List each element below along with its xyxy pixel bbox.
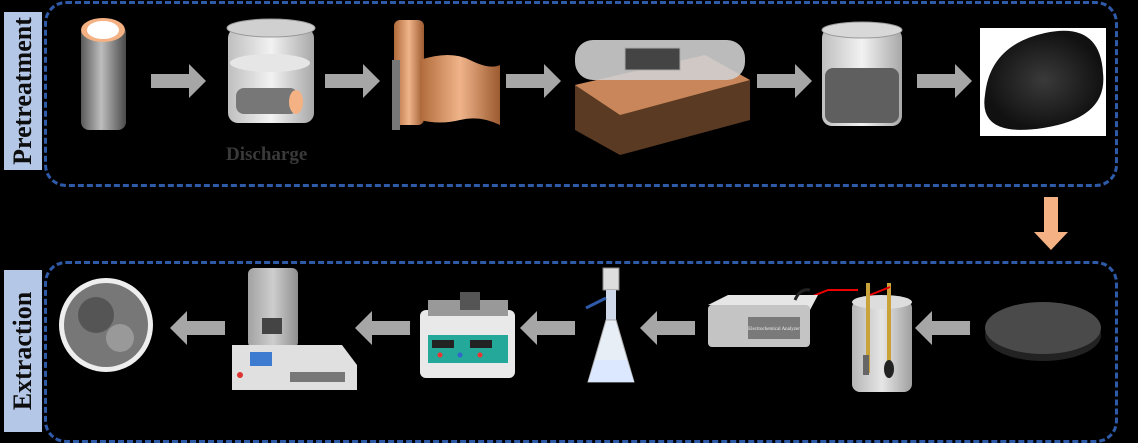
step-arrows-bottom	[170, 311, 970, 345]
pretreatment-frame	[44, 1, 1118, 187]
discharge-beaker-icon	[226, 18, 316, 123]
freeze-dryer-icon	[232, 268, 357, 390]
black-powder-icon	[980, 28, 1106, 136]
arrow-left-icon	[640, 311, 695, 345]
tube-furnace-icon	[575, 40, 750, 155]
arrow-right-icon	[151, 64, 206, 98]
extraction-frame	[44, 261, 1118, 443]
analyzer-text: Electrochemical Analyzer	[748, 327, 800, 332]
ultrasonic-bath-icon	[420, 292, 515, 378]
extraction-label: Extraction	[4, 270, 42, 432]
leaching-beaker-icon	[821, 21, 903, 126]
arrow-left-icon	[520, 311, 575, 345]
arrow-left-icon	[355, 311, 410, 345]
arrow-right-icon	[325, 64, 380, 98]
arrow-left-icon	[915, 311, 970, 345]
unrolled-electrode-icon	[392, 20, 500, 130]
arrow-right-icon	[506, 64, 561, 98]
step-arrows-top	[151, 64, 972, 98]
battery-icon	[81, 18, 126, 130]
arrow-right-icon	[757, 64, 812, 98]
electrochemical-cell-icon	[807, 283, 912, 392]
arrow-right-icon	[917, 64, 972, 98]
vacuum-filter-flask-icon	[585, 267, 635, 383]
arrow-left-icon	[170, 311, 225, 345]
arrow-down-icon	[1034, 197, 1068, 250]
electrochemical-analyzer-icon: Electrochemical Analyzer	[708, 288, 818, 347]
discharge-label: Discharge	[226, 144, 308, 165]
product-sample-icon	[59, 278, 153, 372]
powder-disk-icon	[985, 302, 1101, 361]
pretreatment-label: Pretreatment	[4, 12, 42, 170]
